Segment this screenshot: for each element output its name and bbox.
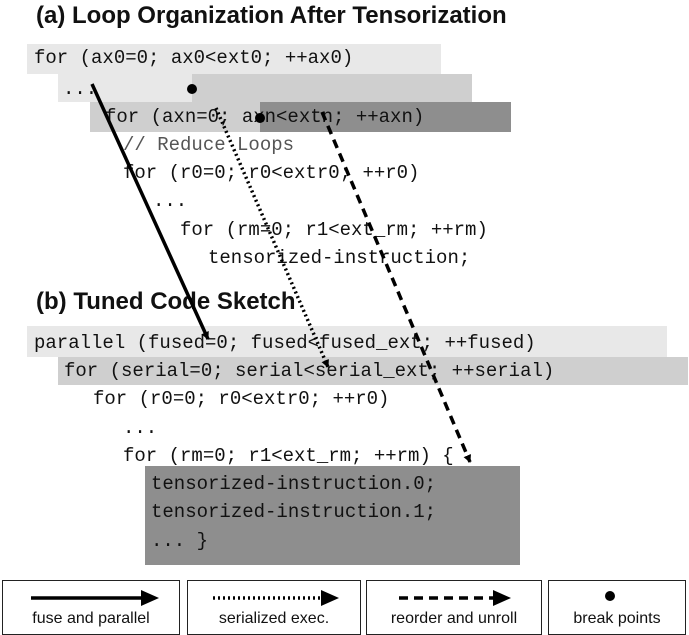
highlight-axn-part1 bbox=[90, 102, 260, 132]
code-line-b6: tensorized-instruction.1; bbox=[151, 501, 437, 523]
highlight-axn-part2 bbox=[260, 102, 511, 132]
highlight-ax0-loop bbox=[27, 44, 441, 74]
legend-label: reorder and unroll bbox=[390, 610, 518, 627]
code-line-b3: ... bbox=[123, 417, 158, 439]
code-line-b1: for (serial=0; serial<serial_ext; ++seri… bbox=[64, 360, 555, 382]
code-line-b4: for (rm=0; r1<ext_rm; ++rm) { bbox=[123, 445, 454, 467]
legend-reorder-and-unroll: reorder and unroll bbox=[366, 580, 542, 635]
legend-label: break points bbox=[573, 610, 661, 627]
break-point-dot bbox=[255, 113, 265, 123]
code-line-a0: for (ax0=0; ax0<ext0; ++ax0) bbox=[34, 47, 354, 69]
code-line-a6: for (rm=0; r1<ext_rm; ++rm) bbox=[180, 219, 488, 241]
legend-break-points: break points bbox=[548, 580, 686, 635]
section-b-title: (b) Tuned Code Sketch bbox=[36, 288, 296, 315]
dotted-arrow-icon bbox=[213, 590, 339, 606]
code-line-b5: tensorized-instruction.0; bbox=[151, 473, 437, 495]
code-line-a1: ... bbox=[63, 78, 98, 100]
break-point-dot bbox=[187, 84, 197, 94]
fuse-parallel-arrow bbox=[90, 83, 210, 340]
legend-label: fuse and parallel bbox=[32, 610, 150, 627]
code-line-a7: tensorized-instruction; bbox=[208, 247, 471, 269]
dot-icon bbox=[605, 591, 615, 601]
legend-fuse-and-parallel: fuse and parallel bbox=[2, 580, 180, 635]
legend-label: serialized exec. bbox=[218, 610, 330, 627]
code-line-b2: for (r0=0; r0<extr0; ++r0) bbox=[93, 388, 390, 410]
section-a-title: (a) Loop Organization After Tensorizatio… bbox=[36, 2, 507, 29]
solid-arrow-icon bbox=[31, 590, 159, 606]
highlight-tensorized-block bbox=[145, 466, 520, 565]
legend-serialized-exec: serialized exec. bbox=[187, 580, 361, 635]
dashed-arrow-icon bbox=[399, 590, 511, 606]
code-line-a5: ... bbox=[153, 190, 188, 212]
code-comment-reduce: // Reduce Loops bbox=[123, 134, 295, 156]
code-line-b0: parallel (fused=0; fused<fused_ext; ++fu… bbox=[34, 332, 536, 354]
code-line-a2: for (axn=0; axn<extn; ++axn) bbox=[105, 106, 425, 128]
code-line-b7: ... } bbox=[151, 530, 209, 552]
highlight-serial-loop bbox=[58, 357, 688, 385]
highlight-parallel-loop bbox=[27, 326, 667, 357]
code-line-a4: for (r0=0; r0<extr0; ++r0) bbox=[123, 162, 420, 184]
serialized-exec-arrow bbox=[214, 107, 330, 368]
reorder-unroll-arrow bbox=[320, 111, 472, 463]
highlight-fused-range bbox=[192, 74, 472, 102]
